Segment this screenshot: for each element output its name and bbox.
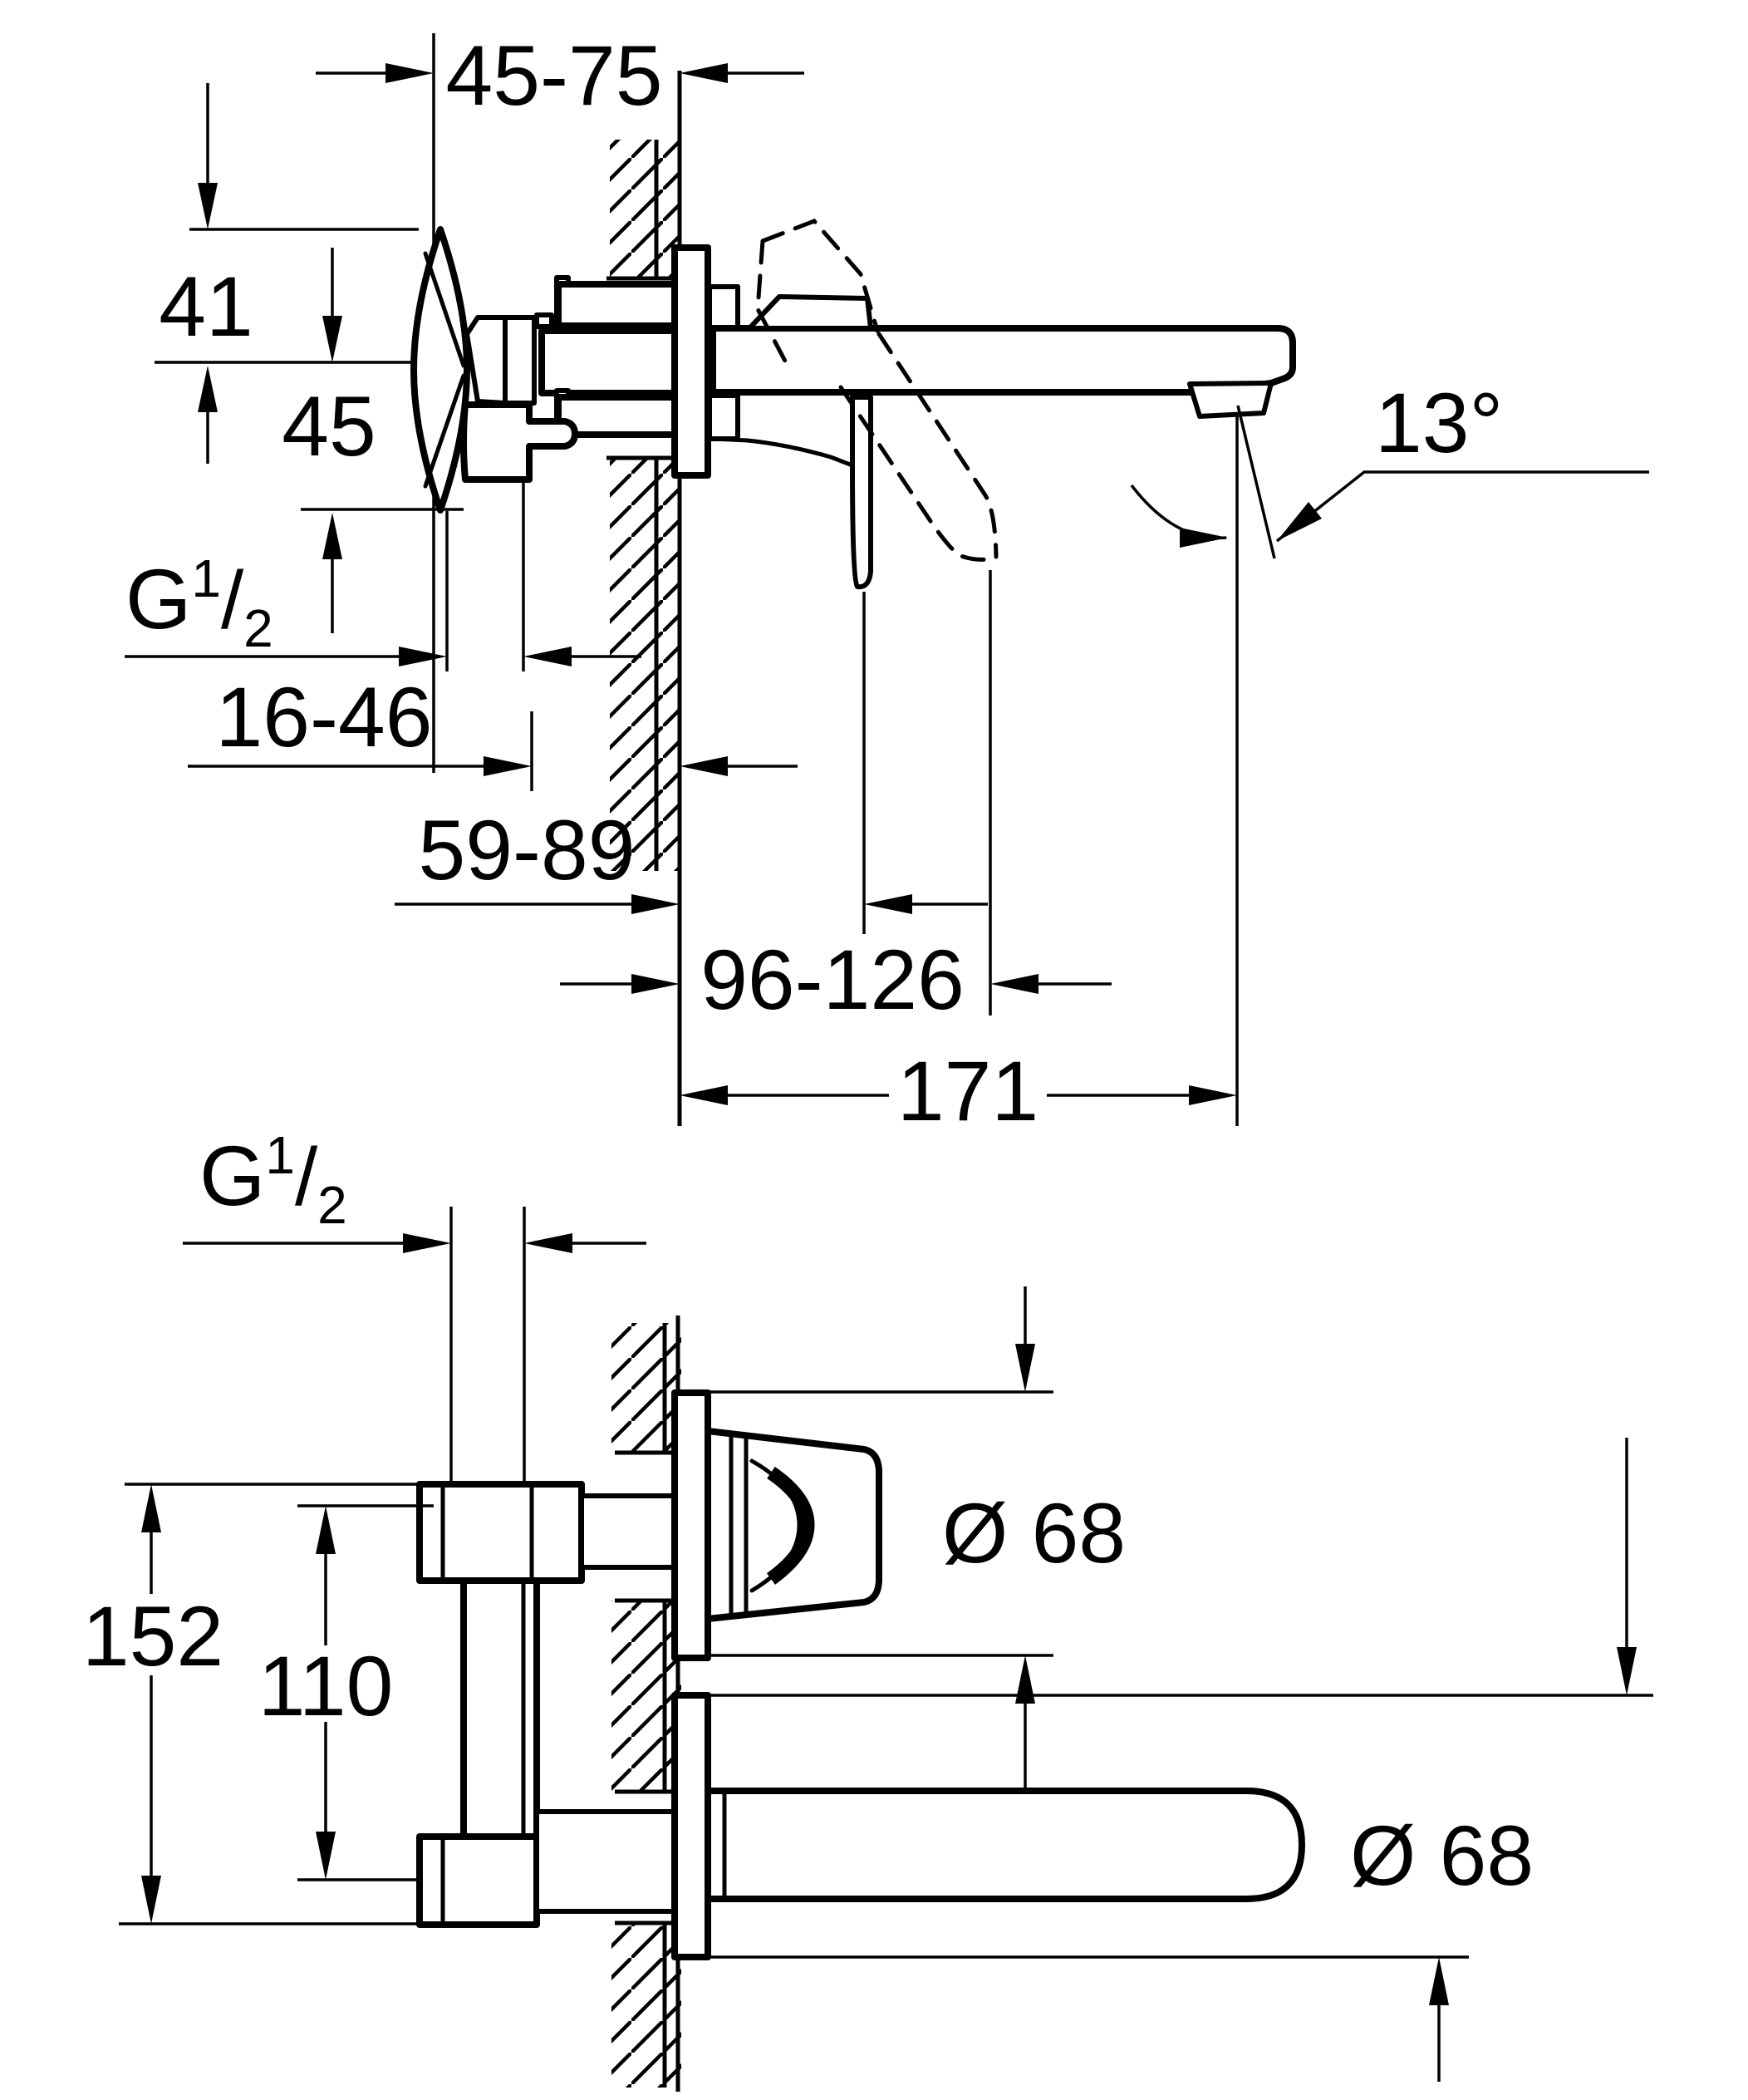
label-thread-top: G1/2 <box>125 548 273 658</box>
lever-blade-closed <box>850 395 873 590</box>
arrowhead <box>1617 1647 1637 1695</box>
knob-spoke-line <box>423 251 466 368</box>
arrowhead <box>141 1484 161 1532</box>
lever-open-grip-dashed <box>755 219 880 368</box>
dim-lever-open: 96-126 <box>560 932 1112 1027</box>
rough-in-body <box>416 1481 680 1928</box>
handle-trim <box>671 1389 882 1661</box>
wall-hatch-2 <box>611 1601 681 1792</box>
wall-hatch-upper <box>610 140 680 278</box>
arrowhead <box>316 1832 336 1880</box>
arrowhead <box>680 756 728 776</box>
cartridge-body <box>538 327 678 396</box>
arrowhead <box>631 974 680 994</box>
arrowhead <box>198 366 218 412</box>
wall-hatch-3 <box>611 1923 681 2088</box>
arrowhead <box>990 974 1038 994</box>
angle-reference-line <box>1236 405 1276 559</box>
dim-height-stack: 41 45 <box>155 83 464 633</box>
spout-escutcheon <box>671 1692 711 1960</box>
arrowhead <box>864 894 912 914</box>
angle-arc-arrowhead <box>1180 528 1228 548</box>
dim-depth-range: 45-75 <box>316 28 804 123</box>
label-depth-range: 45-75 <box>446 28 663 123</box>
knob-hub <box>464 315 508 406</box>
lever-open-blade-dashed <box>838 332 999 562</box>
stem-collar <box>503 315 537 406</box>
spout-plan <box>705 1788 1305 1902</box>
arrowhead <box>316 1506 336 1554</box>
arrowhead <box>322 316 342 362</box>
label-spout-angle: 13° <box>1375 376 1503 470</box>
arrowhead <box>524 1233 572 1253</box>
upper-tube <box>555 281 678 329</box>
angle-leader-arrowhead <box>1277 502 1322 541</box>
dim-dia-spout: Ø 68 <box>710 1438 1653 2082</box>
arrowhead <box>523 647 572 666</box>
label-spout-reach: 171 <box>897 1044 1038 1139</box>
wall-hatch-lower <box>610 458 680 871</box>
wall-escutcheon <box>671 244 711 479</box>
concealed-valve-body <box>410 226 678 514</box>
spout-trim-plan <box>671 1692 1305 1960</box>
arrowhead <box>1429 1957 1449 2005</box>
arrowhead <box>1015 1344 1035 1392</box>
arrowhead <box>1189 1085 1237 1105</box>
top-port-stub <box>579 1493 680 1570</box>
supply-stub <box>460 401 578 483</box>
label-dia-spout: Ø 68 <box>1350 1808 1534 1903</box>
label-body-height: 152 <box>82 1589 223 1684</box>
arrowhead <box>403 1233 451 1253</box>
spout-body <box>710 325 1296 396</box>
dim-spout-reach: 171 <box>680 1044 1237 1139</box>
lever-underside-line <box>710 436 855 468</box>
arrowhead <box>680 1085 728 1105</box>
stem-tab <box>534 312 554 329</box>
plan-view: G1/2 152 <box>82 1125 1653 2092</box>
dim-spout-angle: 13° <box>1130 376 1649 559</box>
label-lever-closed: 59-89 <box>419 803 636 898</box>
dim-lever-closed: 59-89 <box>395 803 988 914</box>
angle-arc <box>1130 484 1227 540</box>
bottom-port-stub <box>534 1809 680 1914</box>
handle-knob-plan <box>705 1428 882 1622</box>
arrowhead <box>385 63 434 83</box>
dim-dia-handle: Ø 68 <box>708 1286 1126 1803</box>
spout-adapter-top <box>707 284 740 333</box>
label-dia-handle: Ø 68 <box>942 1486 1126 1581</box>
angle-leader-line <box>1275 470 1649 543</box>
label-lever-open: 96-126 <box>700 932 965 1027</box>
label-port-spacing: 110 <box>258 1639 394 1734</box>
label-height-top: 41 <box>159 259 253 354</box>
wall-hatch-1 <box>611 1323 681 1453</box>
top-port-hex <box>416 1481 585 1584</box>
dim-stub-range: 16-46 <box>188 670 798 776</box>
side-section-view: 13° 45-75 41 45 G1/2 <box>125 28 1649 1139</box>
aerator <box>1187 381 1274 419</box>
label-stub-range: 16-46 <box>216 670 433 765</box>
label-height-bottom: 45 <box>282 379 376 474</box>
arrowhead <box>680 63 728 83</box>
cross-knob <box>410 226 470 514</box>
arrowhead <box>198 183 218 229</box>
spout-adapter-bottom <box>707 393 740 441</box>
arrowhead <box>141 1876 161 1924</box>
dim-thread-top: G1/2 <box>125 548 641 666</box>
arrowhead <box>1015 1655 1035 1704</box>
bottom-port-hex <box>416 1833 540 1928</box>
handle-escutcheon <box>671 1389 711 1661</box>
label-thread-bottom: G1/2 <box>199 1125 347 1235</box>
handle-dome-shade <box>766 1466 815 1585</box>
arrowhead <box>484 756 532 776</box>
spout-trim <box>707 219 1296 590</box>
arrowhead <box>322 513 342 559</box>
arrowhead <box>631 894 680 914</box>
body-bridge <box>460 1577 540 1840</box>
knob-spoke-line <box>423 373 466 489</box>
dim-thread-bottom: G1/2 <box>183 1125 646 1484</box>
dim-port-spacing: 110 <box>258 1504 434 1881</box>
dim-body-height: 152 <box>82 1483 507 1925</box>
arrowhead <box>399 647 447 666</box>
